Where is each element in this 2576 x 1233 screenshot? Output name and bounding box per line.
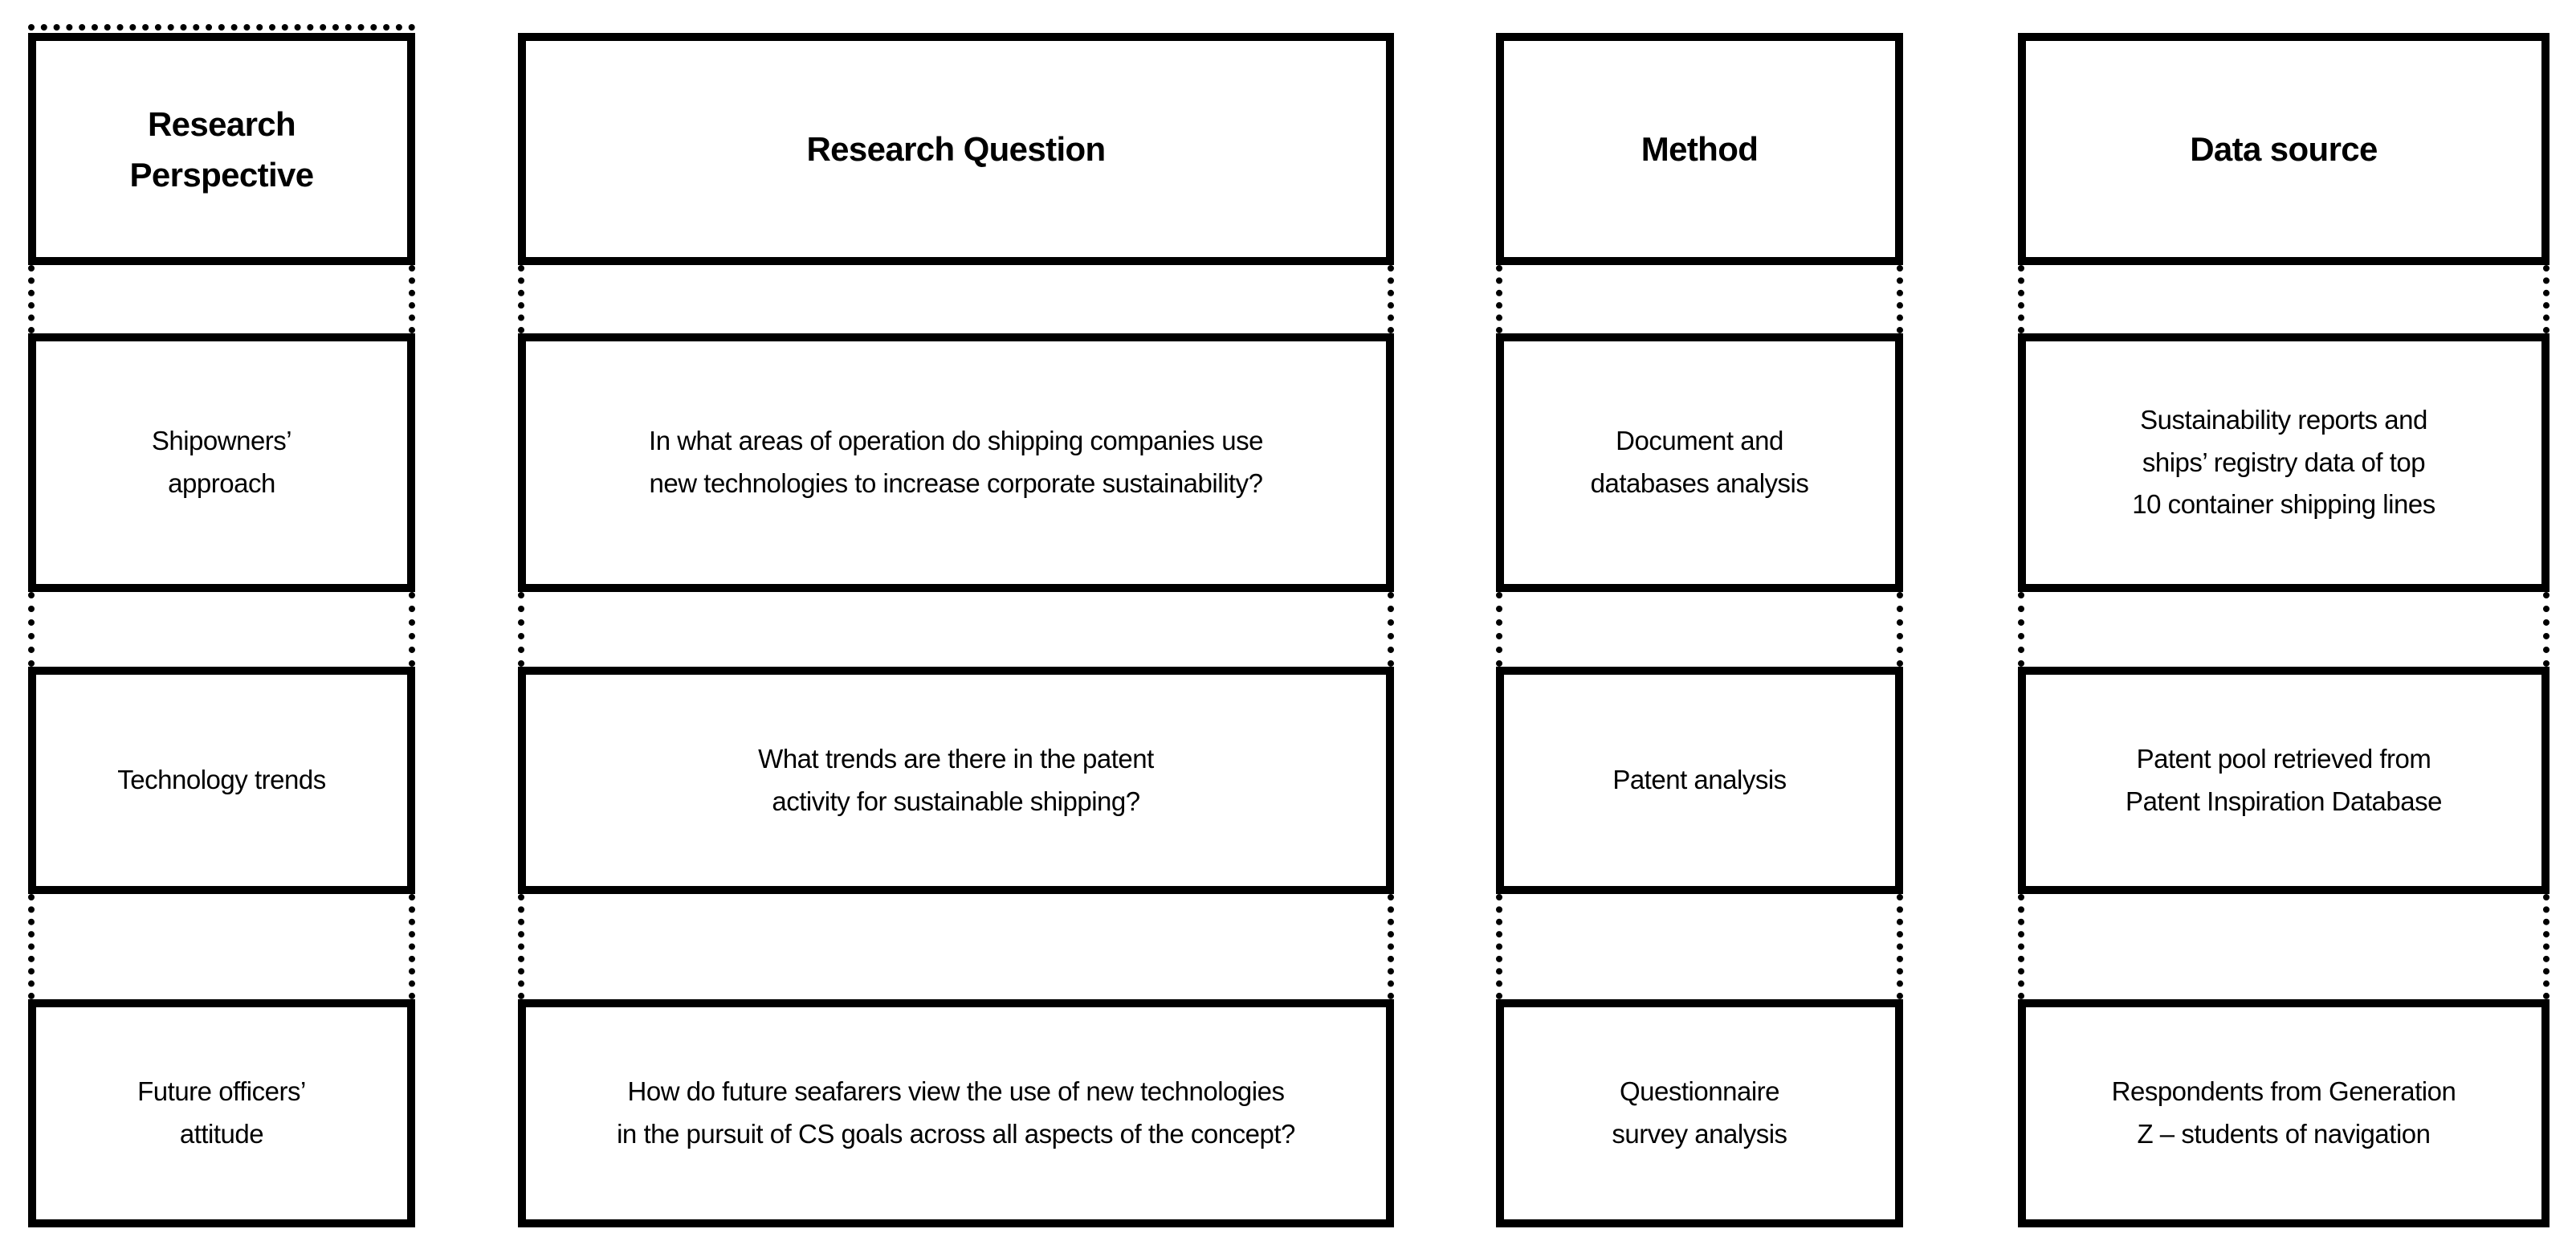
- header-research-perspective: Research Perspective: [28, 33, 415, 265]
- dotted-connector: [1496, 265, 1903, 333]
- header-label: Data source: [2190, 130, 2378, 168]
- cell-method-row2: Patent analysis: [1496, 667, 1903, 894]
- cell-text: Respondents from Generation Z – students…: [2111, 1076, 2456, 1149]
- column-method: Method Document and databases analysis P…: [1496, 33, 1903, 1227]
- dotted-top-connector: [28, 24, 415, 31]
- cell-text: Sustainability reports and ships’ regist…: [2132, 404, 2435, 520]
- dotted-connector: [518, 894, 1394, 999]
- dotted-connector: [518, 592, 1394, 667]
- cell-text: Patent pool retrieved from Patent Inspir…: [2126, 743, 2442, 816]
- dotted-connector: [2018, 265, 2550, 333]
- header-label: Research Perspective: [129, 104, 315, 194]
- column-research-question: Research Question In what areas of opera…: [518, 33, 1394, 1227]
- header-method: Method: [1496, 33, 1903, 265]
- cell-text: Patent analysis: [1612, 765, 1787, 795]
- dotted-connector: [28, 265, 415, 333]
- dotted-connector: [28, 894, 415, 999]
- header-label: Research Question: [806, 130, 1106, 168]
- cell-perspective-row3: Future officers’ attitude: [28, 999, 415, 1227]
- dotted-connector: [1496, 592, 1903, 667]
- column-research-perspective: Research Perspective Shipowners’ approac…: [28, 24, 415, 1227]
- cell-perspective-row1: Shipowners’ approach: [28, 333, 415, 592]
- cell-method-row1: Document and databases analysis: [1496, 333, 1903, 592]
- cell-method-row3: Questionnaire survey analysis: [1496, 999, 1903, 1227]
- cell-text: In what areas of operation do shipping c…: [649, 426, 1263, 498]
- cell-text: How do future seafarers view the use of …: [617, 1076, 1295, 1149]
- dotted-connector: [2018, 894, 2550, 999]
- cell-text: Future officers’ attitude: [137, 1076, 306, 1149]
- cell-perspective-row2: Technology trends: [28, 667, 415, 894]
- dotted-connector: [1496, 894, 1903, 999]
- cell-question-row1: In what areas of operation do shipping c…: [518, 333, 1394, 592]
- cell-datasource-row3: Respondents from Generation Z – students…: [2018, 999, 2550, 1227]
- dotted-connector: [518, 265, 1394, 333]
- dotted-connector: [28, 592, 415, 667]
- dotted-connector: [2018, 592, 2550, 667]
- cell-text: Technology trends: [117, 765, 326, 795]
- cell-question-row3: How do future seafarers view the use of …: [518, 999, 1394, 1227]
- cell-datasource-row1: Sustainability reports and ships’ regist…: [2018, 333, 2550, 592]
- header-research-question: Research Question: [518, 33, 1394, 265]
- cell-text: What trends are there in the patent acti…: [758, 743, 1154, 816]
- cell-text: Shipowners’ approach: [151, 426, 292, 498]
- cell-text: Document and databases analysis: [1590, 426, 1809, 498]
- header-data-source: Data source: [2018, 33, 2550, 265]
- cell-datasource-row2: Patent pool retrieved from Patent Inspir…: [2018, 667, 2550, 894]
- cell-text: Questionnaire survey analysis: [1612, 1076, 1787, 1149]
- cell-question-row2: What trends are there in the patent acti…: [518, 667, 1394, 894]
- column-data-source: Data source Sustainability reports and s…: [2018, 33, 2550, 1227]
- header-label: Method: [1641, 130, 1759, 168]
